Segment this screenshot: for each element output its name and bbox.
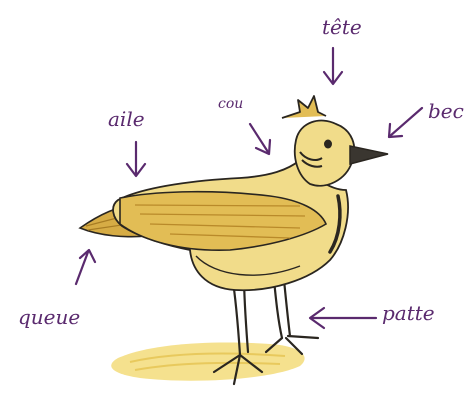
arrow-patte <box>310 308 376 328</box>
label-tete: tête <box>322 15 362 39</box>
arrow-bec <box>389 108 422 137</box>
label-queue: queue <box>18 305 80 329</box>
arrow-queue <box>76 250 95 284</box>
label-aile: aile <box>108 107 145 131</box>
arrow-aile <box>127 142 145 176</box>
label-patte: patte <box>382 301 435 325</box>
arrow-cou <box>250 124 270 154</box>
bird-eye <box>324 140 332 149</box>
bird-beak <box>350 146 388 164</box>
arrow-tete <box>324 48 342 84</box>
label-cou: cou <box>218 96 243 112</box>
ground-shadow <box>111 343 304 381</box>
label-bec: bec <box>428 99 464 123</box>
